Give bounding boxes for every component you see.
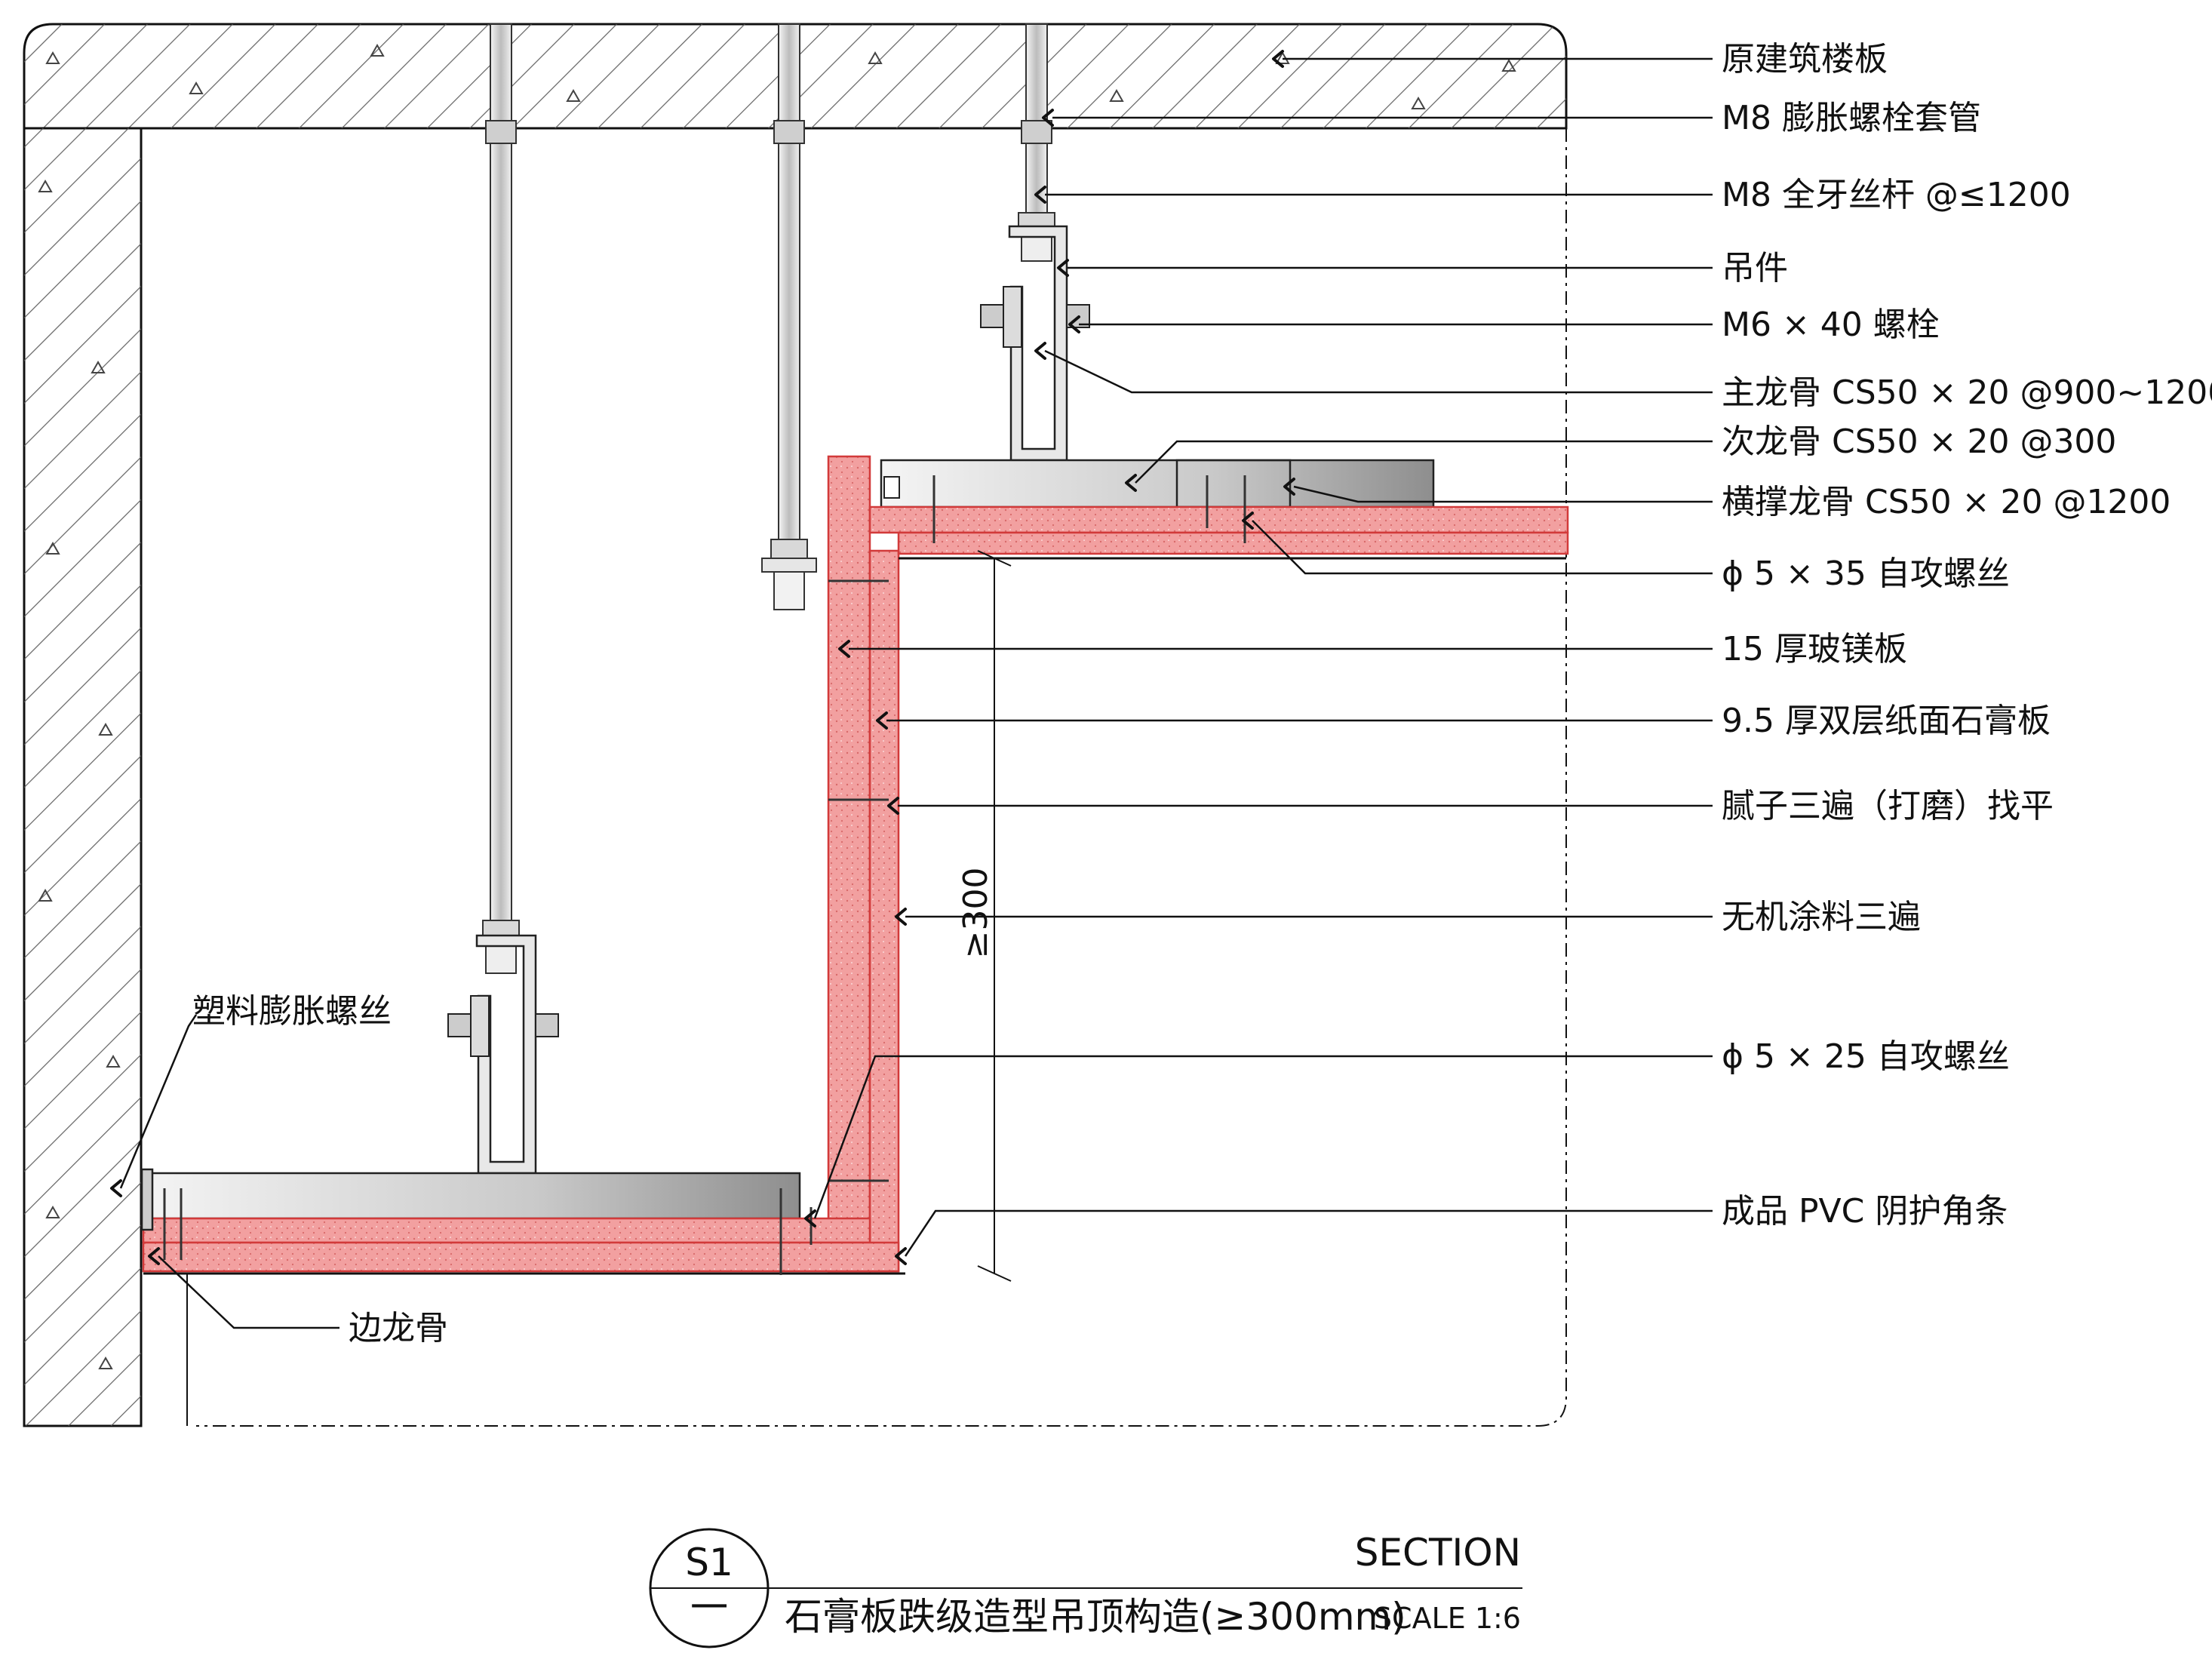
lower-keel-section [142,1172,801,1220]
label-mgo-board: 15 厚玻镁板 [1722,630,1907,668]
concrete-aggregate-marks [38,43,1516,1369]
detail-sub: 一 [690,1586,728,1630]
view-label: SECTION [1355,1531,1521,1575]
threaded-rod-left [482,23,520,974]
leader-lines [119,57,1713,1329]
threaded-rod-middle [761,23,817,610]
label-gypsum-board: 9.5 厚双层纸面石膏板 [1722,702,2051,740]
scale-label: SCALE 1:6 [1374,1602,1521,1635]
label-plastic-anchor: 塑料膨胀螺丝 [192,992,392,1031]
label-m8-anchor-sleeve: M8 膨胀螺栓套管 [1722,99,1981,137]
leader-arrowheads [110,50,1295,1265]
vertical-board-stack [827,455,900,1273]
label-main-keel: 主龙骨 CS50 × 20 @900~1200 [1722,373,2212,412]
screws [163,475,1246,1275]
existing-concrete-wall [23,127,143,1427]
label-existing-slab: 原建筑楼板 [1722,40,1888,78]
label-hanger: 吊件 [1722,249,1788,287]
detail-id: S1 [685,1541,733,1584]
label-m8-threaded-rod: M8 全牙丝杆 @≤1200 [1722,176,2071,214]
label-inorganic-paint: 无机涂料三遍 [1722,898,1921,936]
label-cross-keel: 横撑龙骨 CS50 × 20 @1200 [1722,483,2171,521]
label-edge-keel: 边龙骨 [349,1309,448,1347]
dimension-label: ≥300 [957,868,995,959]
threaded-rod-right [1018,23,1055,262]
edge-keel-profile [140,1168,154,1231]
title-block: S1 一 SECTION 石膏板跌级造型吊顶构造(≥300mm) SCALE 1… [649,1528,1522,1648]
hanger-lower [447,934,559,1175]
label-pvc-corner: 成品 PVC 阴护角条 [1722,1192,2008,1231]
detail-boundary [905,128,1567,1427]
callout-labels: 原建筑楼板 M8 膨胀螺栓套管 M8 全牙丝杆 @≤1200 吊件 M6 × 4… [192,40,2212,1347]
upper-board-stack [868,505,1569,560]
drawing-title: 石膏板跌级造型吊顶构造(≥300mm) [785,1595,1406,1639]
label-screw-5x35: ϕ 5 × 35 自攻螺丝 [1722,555,2010,593]
lower-board-stack [142,1217,905,1275]
label-secondary-keel: 次龙骨 CS50 × 20 @300 [1722,422,2116,461]
label-m6-bolt: M6 × 40 螺栓 [1722,306,1940,344]
label-screw-5x25: ϕ 5 × 25 自攻螺丝 [1722,1037,2010,1076]
label-putty: 腻子三遍（打磨）找平 [1722,787,2054,825]
